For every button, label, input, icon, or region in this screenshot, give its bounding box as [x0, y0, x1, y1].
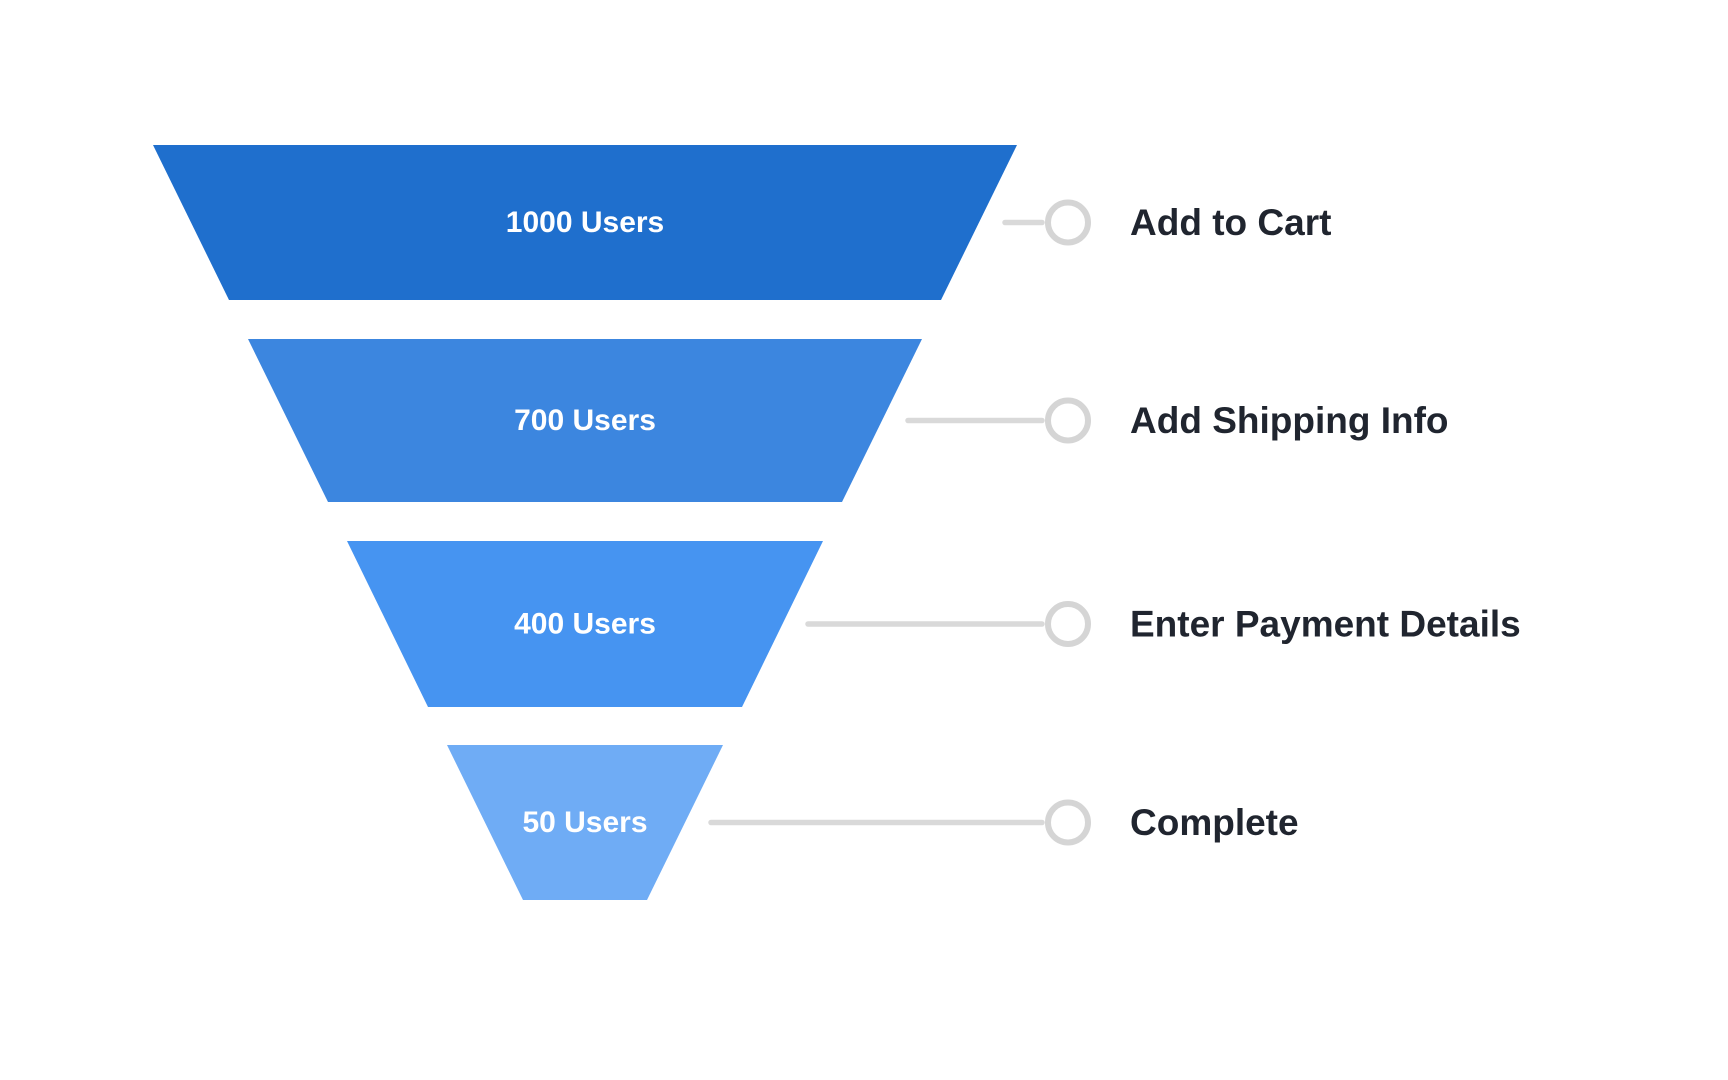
- funnel-segment: [153, 145, 1017, 300]
- funnel-segment: [248, 339, 922, 502]
- stage-label: Add to Cart: [1130, 202, 1331, 243]
- funnel-stage-3: 400 Users Enter Payment Details: [347, 541, 1521, 707]
- stage-marker-circle: [1045, 799, 1091, 846]
- stage-marker-circle: [1045, 601, 1091, 647]
- funnel-segment-value: 400 Users: [514, 608, 656, 641]
- funnel-stage-4: 50 Users Complete: [447, 745, 1299, 900]
- stage-label: Enter Payment Details: [1130, 604, 1521, 645]
- stage-label: Add Shipping Info: [1130, 400, 1449, 441]
- stage-marker-circle: [1045, 397, 1091, 444]
- funnel-segment: [347, 541, 823, 707]
- funnel-segment-value: 700 Users: [514, 404, 656, 437]
- funnel-segment: [447, 745, 723, 900]
- funnel-segment-value: 50 Users: [522, 806, 647, 839]
- funnel-segment-value: 1000 Users: [506, 206, 664, 239]
- funnel-stage-2: 700 Users Add Shipping Info: [248, 339, 1449, 502]
- funnel-stage-1: 1000 Users Add to Cart: [153, 145, 1331, 300]
- stage-marker-circle: [1045, 199, 1091, 246]
- stage-label: Complete: [1130, 802, 1299, 843]
